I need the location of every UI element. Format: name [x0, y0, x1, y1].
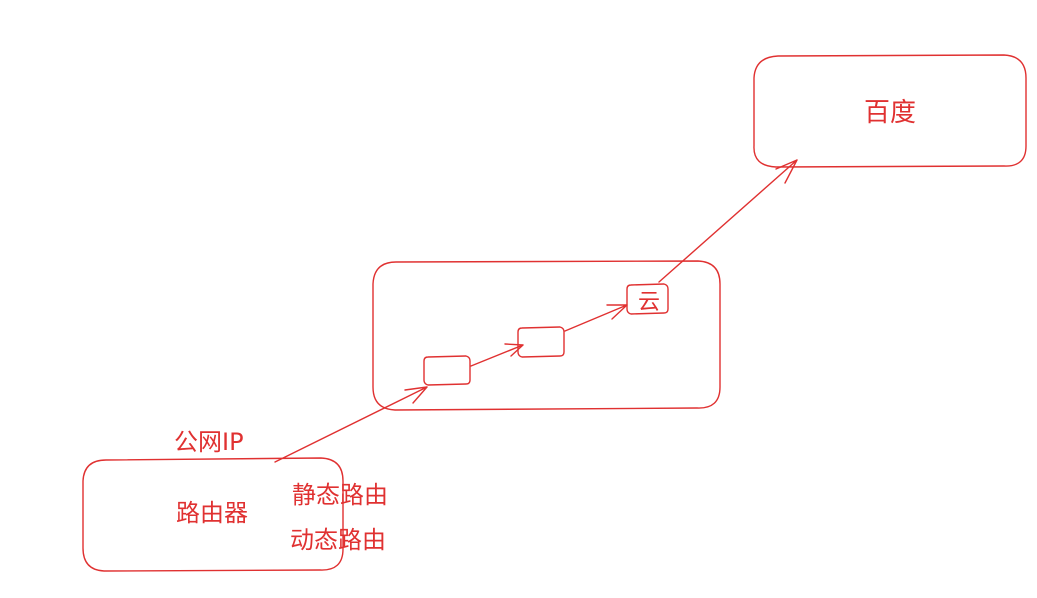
- baidu-box: [753, 54, 1027, 168]
- cloud-node: [626, 283, 669, 315]
- arrow-node1-to-node2: [470, 343, 524, 367]
- dynamic-route-label: 动态路由: [290, 526, 386, 554]
- arrow-router-to-node1: [274, 386, 428, 463]
- cloud-label: 云: [638, 290, 660, 315]
- arrow-node2-to-cloud: [564, 304, 628, 332]
- router-box: [82, 457, 344, 572]
- network-box: [372, 260, 721, 411]
- hop-node-2: [517, 326, 565, 358]
- baidu-label: 百度: [864, 98, 916, 128]
- static-route-label: 静态路由: [292, 481, 388, 509]
- public-ip-label: 公网IP: [174, 428, 244, 456]
- router-label: 路由器: [176, 499, 248, 527]
- hop-node-1: [423, 355, 471, 386]
- arrow-cloud-to-baidu: [658, 159, 798, 283]
